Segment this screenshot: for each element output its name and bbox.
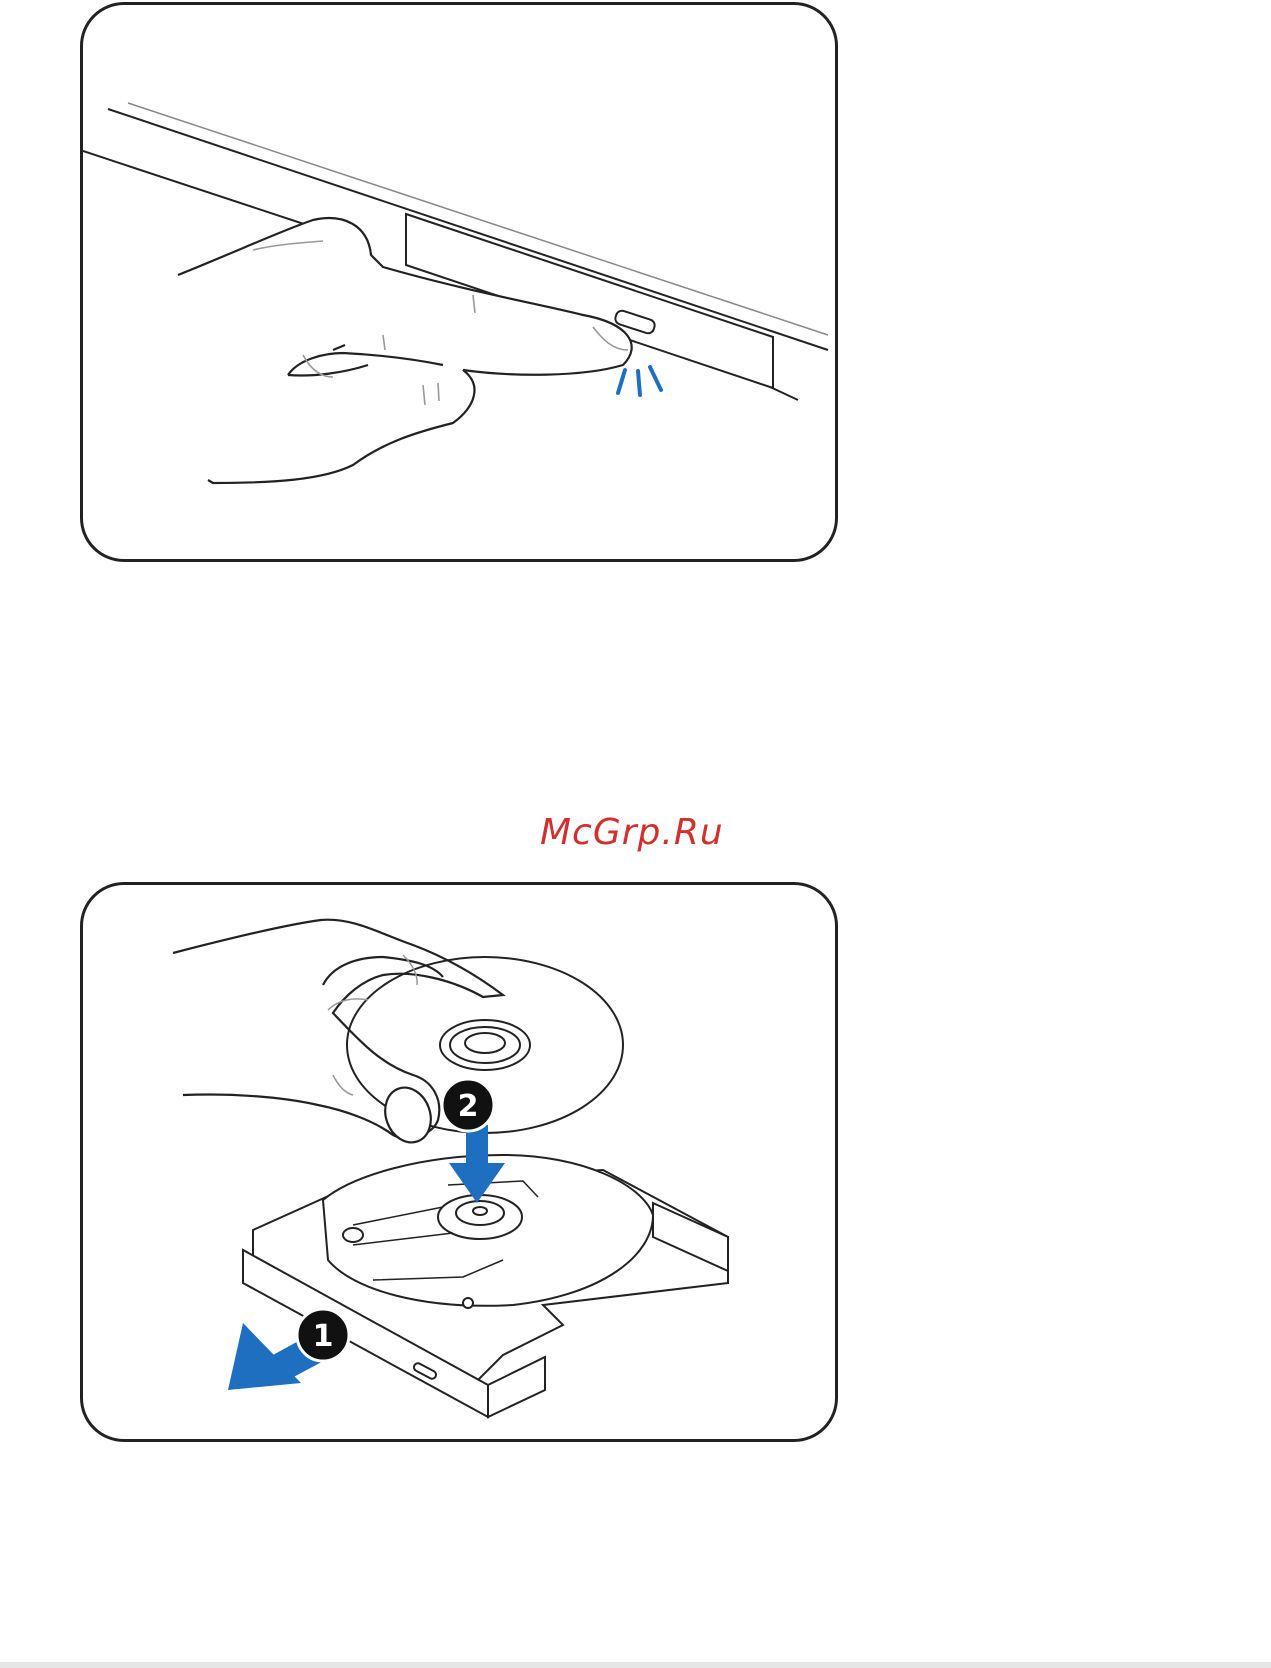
press-indicator-icon (618, 367, 661, 395)
insert-disc-tray-illustration: 2 1 (83, 885, 838, 1442)
step-1-label: 1 (313, 1319, 334, 1354)
hand-icon (178, 218, 632, 483)
step-2-label: 2 (458, 1089, 479, 1124)
eject-illustration-panel (80, 2, 838, 562)
step-1-badge: 1 (297, 1309, 349, 1361)
eject-button-press-illustration (83, 5, 838, 562)
step-2-badge: 2 (442, 1079, 494, 1131)
watermark-text: McGrp.Ru (540, 812, 724, 853)
insert-disc-illustration-panel: 2 1 (80, 882, 838, 1442)
page-footer-bar (0, 1662, 1271, 1668)
